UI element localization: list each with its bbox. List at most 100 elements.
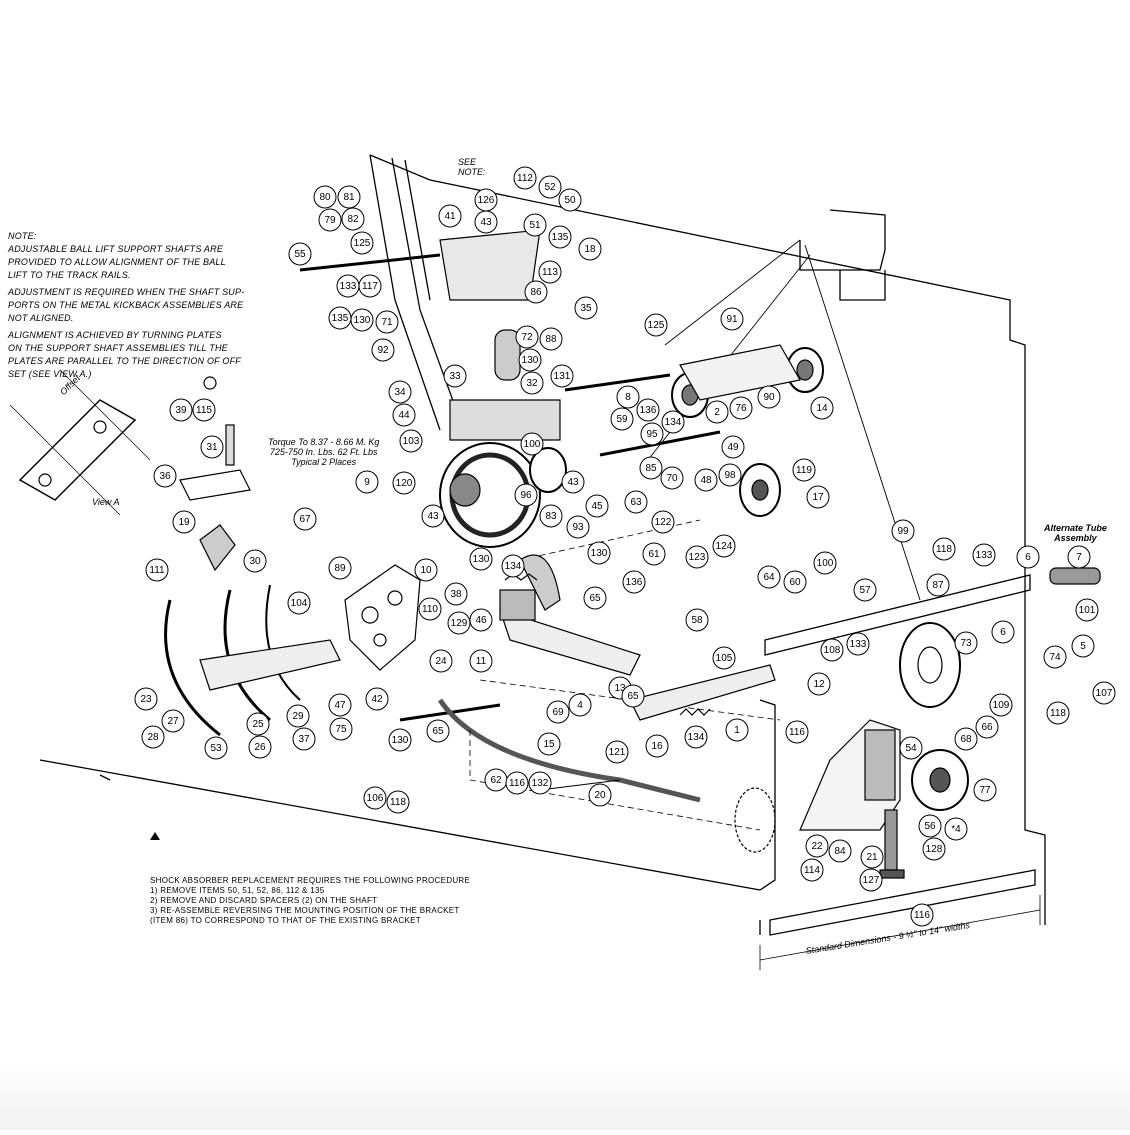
callout-bubble <box>355 470 379 494</box>
callout-number: 126 <box>478 195 495 206</box>
callout-bubble <box>718 463 742 487</box>
callout-83: 83 <box>539 504 563 528</box>
callout-number: 79 <box>324 215 336 226</box>
note-line: ADJUSTMENT IS REQUIRED WHEN THE SHAFT SU… <box>8 287 245 297</box>
callout-number: 8 <box>625 392 631 403</box>
callout-number: 24 <box>435 656 447 667</box>
callout-33: 33 <box>443 364 467 388</box>
callout-number: 5 <box>1080 641 1086 652</box>
callout-number: 56 <box>924 821 936 832</box>
callout-number: 75 <box>335 724 347 735</box>
callout-bubble <box>820 638 844 662</box>
callout-bubble <box>989 693 1013 717</box>
callout-bubble <box>813 551 837 575</box>
callout-34: 34 <box>388 380 412 404</box>
callout-bubble <box>392 471 416 495</box>
callout-12: 12 <box>807 672 831 696</box>
callout-number: 42 <box>371 694 383 705</box>
callout-84: 84 <box>828 839 852 863</box>
callout-bubble <box>806 485 830 509</box>
callout-bubble <box>783 570 807 594</box>
callout-bubble <box>375 310 399 334</box>
callout-bubble <box>853 578 877 602</box>
callout-bubble <box>363 786 387 810</box>
callout-25: 25 <box>246 712 270 736</box>
callout-bubble <box>293 507 317 531</box>
callout-125: 125 <box>644 313 668 337</box>
callout-number: 115 <box>196 405 212 416</box>
callout-77: 77 <box>973 778 997 802</box>
callout-bubble <box>514 483 538 507</box>
callout-57: 57 <box>853 578 877 602</box>
callout-50: 50 <box>558 188 582 212</box>
callout-bubble <box>846 632 870 656</box>
callout-130: 130 <box>587 541 611 565</box>
callout-bubble <box>287 591 311 615</box>
callout-bubble <box>337 185 361 209</box>
alternate-tube-label: Alternate Tube Assembly <box>1044 523 1107 543</box>
callout-number: 129 <box>451 618 468 629</box>
callout-number: 47 <box>334 700 346 711</box>
callout-68: 68 <box>954 727 978 751</box>
callout-112: 112 <box>513 166 537 190</box>
callout-7: 7 <box>1067 545 1091 569</box>
callout-8: 8 <box>616 385 640 409</box>
callout-bubble <box>505 771 529 795</box>
callout-number: 85 <box>645 463 657 474</box>
callout-119: 119 <box>792 458 816 482</box>
callout-number: 71 <box>381 317 393 328</box>
callout-bubble <box>720 307 744 331</box>
callout-133: 133 <box>336 274 360 298</box>
callout-number: 98 <box>724 470 736 481</box>
callout-bubble <box>538 175 562 199</box>
callout-bubble <box>944 817 968 841</box>
callout-126: 126 <box>474 188 498 212</box>
callout-bubble <box>891 519 915 543</box>
callout-number: 111 <box>149 565 165 576</box>
callout-number: 113 <box>542 267 558 278</box>
callout-125: 125 <box>350 231 374 255</box>
callout-32: 32 <box>520 371 544 395</box>
callout-42: 42 <box>365 687 389 711</box>
callout-number: 52 <box>544 182 556 193</box>
callout-bubble <box>954 727 978 751</box>
callout-62: 62 <box>484 768 508 792</box>
callout-number: 76 <box>735 403 747 414</box>
callout-bubble <box>645 734 669 758</box>
callout-number: 31 <box>206 442 218 453</box>
callout-number: 73 <box>960 638 972 649</box>
callout-number: 12 <box>813 679 825 690</box>
callout-bubble <box>712 646 736 670</box>
callout-bubble <box>910 903 934 927</box>
callout-bubble <box>792 458 816 482</box>
callout-28: 28 <box>141 725 165 749</box>
callout-22: 22 <box>805 834 829 858</box>
callout-105: 105 <box>712 646 736 670</box>
callout-bubble <box>926 573 950 597</box>
callout-bubble <box>200 435 224 459</box>
callout-number: 66 <box>981 722 993 733</box>
callout-65: 65 <box>621 684 645 708</box>
callout-bubble <box>438 204 462 228</box>
callout-number: 95 <box>646 429 658 440</box>
callout-number: 22 <box>811 841 823 852</box>
callout-bubble <box>141 725 165 749</box>
callout-number: 30 <box>249 556 261 567</box>
callout-bubble <box>134 687 158 711</box>
callout-bubble <box>192 398 216 422</box>
callout-88: 88 <box>539 327 563 351</box>
callout-bubble <box>474 210 498 234</box>
callout-number: 1 <box>734 725 740 736</box>
callout-bubble <box>550 364 574 388</box>
callout-124: 124 <box>712 534 736 558</box>
callout-bubble <box>392 403 416 427</box>
callout-bubble <box>243 549 267 573</box>
callout-134: 134 <box>661 410 685 434</box>
callout-number: 112 <box>517 173 533 184</box>
callout-1: 1 <box>725 718 749 742</box>
callout-number: 43 <box>480 217 492 228</box>
callout-number: 39 <box>175 405 187 416</box>
callout-100: 100 <box>520 432 544 456</box>
callout-number: 135 <box>552 232 569 243</box>
